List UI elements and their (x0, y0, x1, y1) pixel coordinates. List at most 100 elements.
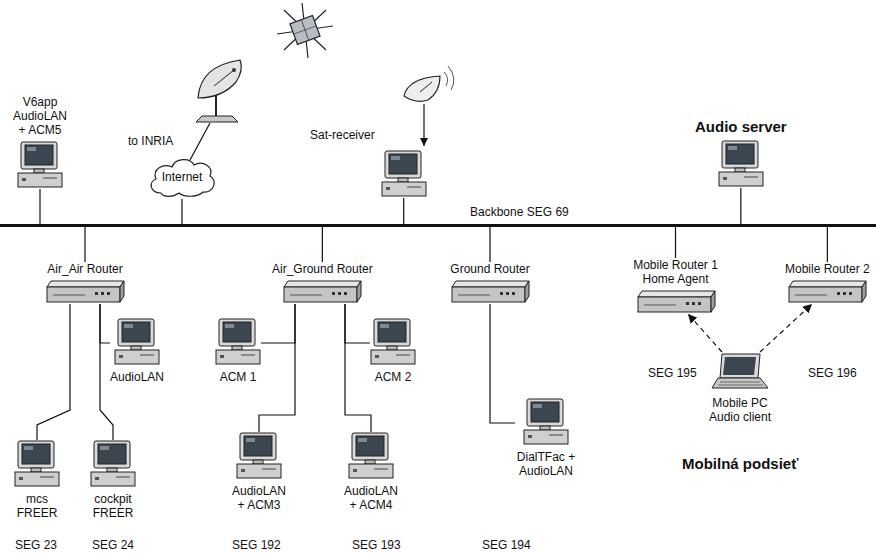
router: Air_Air Router (45, 262, 125, 304)
node-label: ACM 1 (220, 370, 257, 384)
workstation: ACM 2 (370, 318, 416, 384)
computer-case (349, 464, 393, 478)
node-label: Backbone SEG 69 (470, 205, 569, 219)
node-label: AudioLAN + ACM3 (228, 484, 290, 512)
drive-slot (140, 355, 154, 356)
router-light (849, 292, 852, 295)
workstation: mcs FREER (12, 440, 62, 520)
cloud-icon (145, 155, 219, 199)
monitor-frame (219, 319, 255, 346)
router-light (344, 292, 347, 295)
node-label: V6app AudioLAN + ACM5 (10, 95, 70, 137)
dish-bowl (198, 60, 241, 98)
wireless-link (688, 314, 722, 352)
network-link (39, 189, 40, 224)
drive-slot (744, 177, 758, 178)
monitor-frame (352, 433, 388, 460)
monitor-neck (34, 169, 44, 173)
monitor-screen (244, 436, 272, 456)
power-button (95, 477, 99, 480)
router-front (452, 287, 525, 302)
internet-uplink-wire (190, 123, 210, 160)
router-slot (458, 295, 490, 296)
pc-icon (114, 318, 160, 366)
connector-group (37, 188, 827, 440)
network-link (675, 227, 676, 258)
computer-case (216, 350, 260, 364)
node-label: DialTFac + AudioLAN (515, 450, 577, 478)
power-button (723, 177, 727, 180)
antenna-feed (420, 82, 432, 92)
satellite-panel-line (301, 20, 309, 41)
router-light (500, 292, 503, 295)
router-side (711, 291, 715, 312)
monitor-frame (94, 441, 130, 468)
router-front (284, 287, 357, 302)
power-button (528, 435, 532, 438)
router-light (95, 292, 98, 295)
node-label: Air_Air Router (47, 262, 122, 276)
drive-slot (549, 435, 563, 436)
dish-stand (215, 94, 217, 116)
pc-icon (718, 140, 764, 188)
network-link (100, 304, 113, 440)
screen-glare (246, 438, 255, 442)
laptop-screen (723, 357, 756, 375)
node-label: AudioLAN (110, 370, 164, 384)
drive-slot (262, 469, 276, 470)
router: Mobile Router 1 Home Agent (628, 258, 723, 314)
router-side (862, 281, 866, 302)
pc-icon (370, 318, 416, 366)
computer-case (115, 350, 159, 364)
receiver-feed-arrow (423, 104, 424, 146)
workstation: AudioLAN (110, 318, 164, 384)
router-slot (53, 295, 85, 296)
router-side (525, 281, 529, 302)
router-light (843, 292, 846, 295)
workstation: AudioLAN + ACM4 (340, 432, 402, 512)
segment-label: SEG 194 (482, 538, 531, 552)
router-light (107, 292, 110, 295)
internet-cloud: Internet (145, 155, 219, 199)
node-label: Air_Ground Router (272, 262, 373, 276)
monitor-frame (385, 151, 421, 178)
monitor-neck (365, 460, 375, 464)
power-button (22, 178, 26, 181)
signal-wave (444, 72, 448, 86)
monitor-screen (531, 402, 559, 422)
network-link (827, 227, 828, 262)
screen-glare (391, 156, 400, 160)
network-link (403, 198, 404, 224)
antenna-bowl (404, 76, 440, 101)
wireless-link (760, 304, 812, 352)
router: Mobile Router 2 (785, 262, 870, 304)
receiver-antenna (404, 66, 454, 146)
screen-glare (358, 438, 367, 442)
computer-case (15, 472, 59, 486)
laptop-base (712, 378, 768, 388)
monitor-screen (389, 154, 417, 174)
monitor-neck (398, 178, 408, 182)
computer-case (237, 464, 281, 478)
network-link (345, 304, 371, 432)
screen-glare (124, 324, 133, 328)
network-link (740, 188, 741, 224)
router-slot (644, 305, 676, 306)
monitor-screen (22, 444, 50, 464)
router-icon (45, 280, 125, 304)
node-label: Mobile Router 2 (785, 262, 870, 276)
screen-glare (27, 147, 36, 151)
monitor-screen (726, 144, 754, 164)
monitor-neck (540, 426, 550, 430)
router-slot (290, 295, 322, 296)
router-icon (787, 280, 867, 304)
drive-slot (43, 178, 57, 179)
laptop-icon (710, 352, 770, 392)
router-side (357, 281, 361, 302)
network-link (259, 304, 295, 432)
keyboard-row (718, 385, 763, 386)
pc-icon (215, 318, 261, 366)
segment-label: SEG 193 (352, 538, 401, 552)
drive-slot (116, 477, 130, 478)
screen-glare (728, 146, 737, 150)
